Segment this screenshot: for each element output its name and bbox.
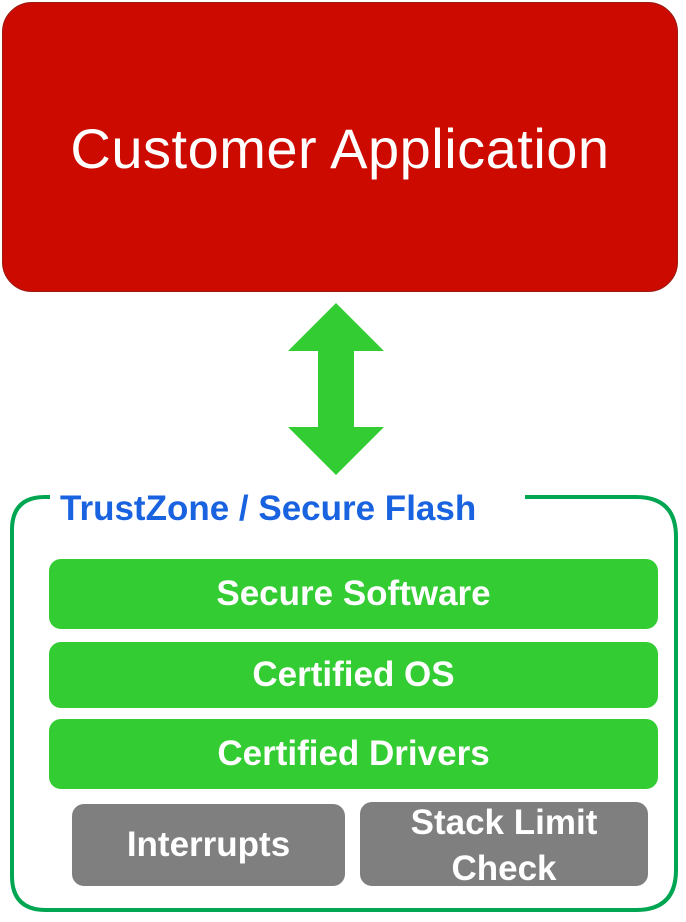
stack-limit-check-block: Stack Limit Check	[360, 802, 648, 888]
bidirectional-arrow-icon	[288, 303, 384, 475]
certified-os-label: Certified OS	[252, 655, 455, 694]
secure-software-label: Secure Software	[216, 574, 491, 613]
stack-limit-check-label: Stack Limit Check	[410, 803, 598, 888]
customer-application-box: Customer Application	[2, 2, 678, 292]
certified-drivers-layer: Certified Drivers	[49, 719, 658, 789]
interrupts-label: Interrupts	[126, 825, 291, 864]
certified-drivers-label: Certified Drivers	[217, 734, 490, 773]
trustzone-title: TrustZone / Secure Flash	[60, 489, 477, 528]
interrupts-block: Interrupts	[72, 804, 345, 886]
customer-application-label: Customer Application	[70, 116, 610, 180]
certified-os-layer: Certified OS	[49, 642, 658, 708]
secure-software-layer: Secure Software	[49, 559, 658, 629]
